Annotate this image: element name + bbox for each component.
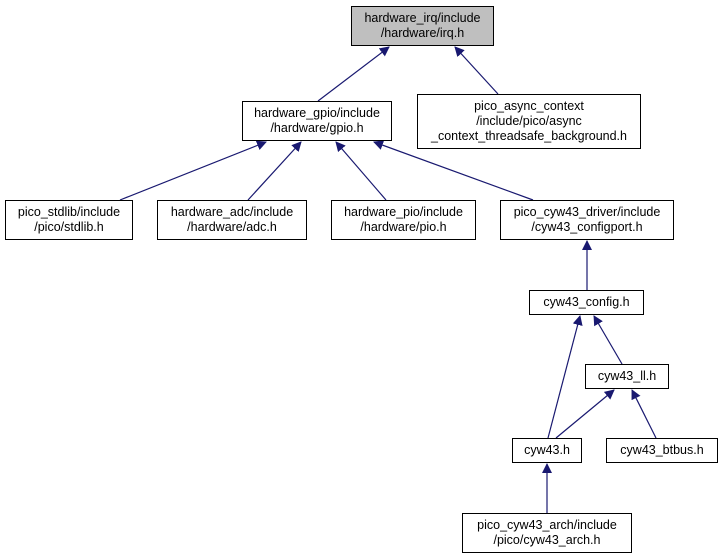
node-adc-h-line2: /hardware/adc.h xyxy=(187,220,277,234)
edge-adc-to-gpio xyxy=(247,141,302,201)
edge-ll-to-config xyxy=(593,315,623,365)
edge-gpio-to-irq xyxy=(317,46,390,102)
edge-stdlib-to-gpio xyxy=(119,140,267,201)
edge-cyw43-to-config xyxy=(547,315,583,439)
node-cyw43-h[interactable]: cyw43.h xyxy=(512,438,582,463)
node-configport-line1: pico_cyw43_driver/include xyxy=(513,205,661,219)
node-async-line3: _context_threadsafe_background.h xyxy=(431,129,627,143)
edge-async-to-irq xyxy=(454,46,499,95)
edge-pio-to-gpio xyxy=(335,141,387,201)
node-cyw43-arch-h[interactable]: pico_cyw43_arch/include /pico/cyw43_arch… xyxy=(462,513,632,553)
node-cyw43-ll-h[interactable]: cyw43_ll.h xyxy=(585,364,669,389)
node-async-line2: /include/pico/async xyxy=(476,114,582,128)
node-gpio-h-line2: /hardware/gpio.h xyxy=(270,121,364,135)
node-cyw43-btbus-h[interactable]: cyw43_btbus.h xyxy=(606,438,718,463)
node-gpio-h-line1: hardware_gpio/include xyxy=(254,106,380,120)
node-gpio-h[interactable]: hardware_gpio/include /hardware/gpio.h xyxy=(242,101,392,141)
node-async-context-threadsafe-background-h[interactable]: pico_async_context /include/pico/async _… xyxy=(417,94,641,149)
node-irq-h-line1: hardware_irq/include xyxy=(364,11,481,25)
node-stdlib-h-line2: /pico/stdlib.h xyxy=(34,220,104,234)
node-config-line1: cyw43_config.h xyxy=(543,295,630,309)
node-irq-h-line2: /hardware/irq.h xyxy=(380,26,465,40)
node-arch-line1: pico_cyw43_arch/include xyxy=(477,518,617,532)
node-stdlib-h-line1: pico_stdlib/include xyxy=(17,205,121,219)
node-pio-h-line1: hardware_pio/include xyxy=(344,205,463,219)
node-cyw43-configport-h[interactable]: pico_cyw43_driver/include /cyw43_configp… xyxy=(500,200,674,240)
node-pio-h[interactable]: hardware_pio/include /hardware/pio.h xyxy=(331,200,476,240)
node-arch-line2: /pico/cyw43_arch.h xyxy=(493,533,601,547)
edge-cyw43-to-ll xyxy=(555,389,615,439)
edge-btbus-to-ll xyxy=(631,389,657,439)
edge-configport-to-gpio xyxy=(373,140,534,201)
node-cyw43-config-h[interactable]: cyw43_config.h xyxy=(529,290,644,315)
node-btbus-line1: cyw43_btbus.h xyxy=(620,443,704,457)
node-adc-h[interactable]: hardware_adc/include /hardware/adc.h xyxy=(157,200,307,240)
node-cyw43-line1: cyw43.h xyxy=(524,443,570,457)
node-irq-h: hardware_irq/include /hardware/irq.h xyxy=(351,6,494,46)
node-async-line1: pico_async_context xyxy=(474,99,584,113)
node-adc-h-line1: hardware_adc/include xyxy=(170,205,294,219)
node-configport-line2: /cyw43_configport.h xyxy=(531,220,643,234)
node-ll-line1: cyw43_ll.h xyxy=(597,369,657,383)
node-stdlib-h[interactable]: pico_stdlib/include /pico/stdlib.h xyxy=(5,200,133,240)
node-pio-h-line2: /hardware/pio.h xyxy=(360,220,447,234)
